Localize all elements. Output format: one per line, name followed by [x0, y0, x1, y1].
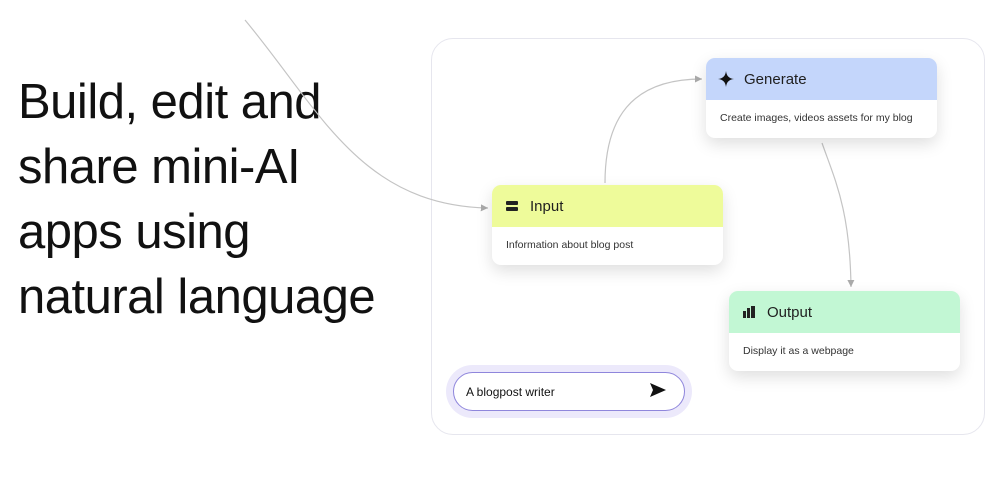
headline-line: natural language: [18, 270, 376, 324]
output-node[interactable]: Output Display it as a webpage: [729, 291, 960, 371]
input-node-description: Information about blog post: [506, 239, 634, 251]
headline-line: Build, edit and: [18, 75, 322, 129]
list-icon: [504, 198, 520, 214]
generate-node-title: Generate: [744, 70, 807, 88]
sparkle-icon: [718, 71, 734, 87]
output-node-header: Output: [729, 291, 960, 333]
generate-node-description: Create images, videos assets for my blog: [720, 112, 913, 124]
chart-icon: [741, 304, 757, 320]
input-node[interactable]: Input Information about blog post: [492, 185, 723, 265]
output-node-title: Output: [767, 303, 813, 321]
headline: Build, edit and share mini-AI apps using…: [18, 70, 376, 330]
prompt-text: A blogpost writer: [466, 384, 555, 399]
send-icon[interactable]: [650, 383, 666, 400]
prompt-input[interactable]: A blogpost writer: [453, 372, 685, 411]
generate-node[interactable]: Generate Create images, videos assets fo…: [706, 58, 937, 138]
input-node-title: Input: [530, 197, 564, 215]
generate-node-header: Generate: [706, 58, 937, 100]
headline-line: share mini-AI: [18, 140, 301, 194]
output-node-description: Display it as a webpage: [743, 345, 854, 357]
headline-line: apps using: [18, 205, 251, 259]
input-node-header: Input: [492, 185, 723, 227]
